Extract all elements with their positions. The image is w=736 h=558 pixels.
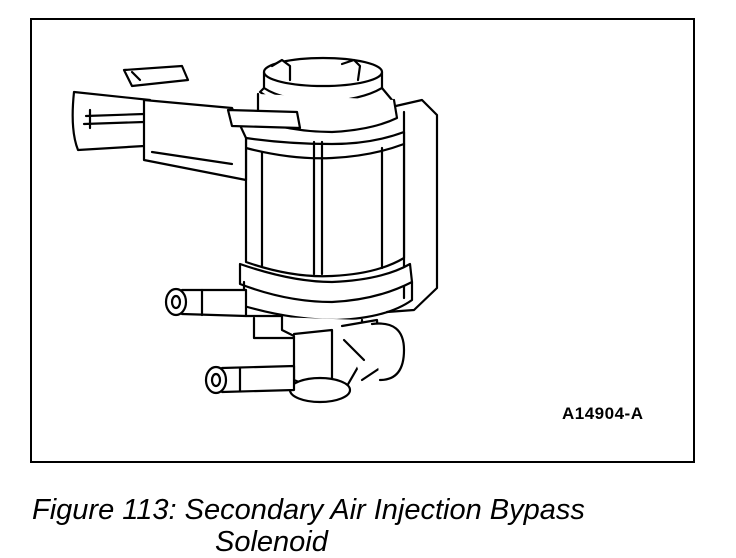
part-code-label: A14904-A <box>562 404 644 423</box>
electrical-connector <box>71 64 302 182</box>
solenoid-illustration <box>71 56 439 404</box>
solenoid-body <box>244 130 406 278</box>
caption-line-2: Solenoid <box>215 526 328 558</box>
lower-hose-nipple <box>204 364 296 395</box>
figure-frame: A14904-A <box>30 18 695 463</box>
caption-line-1: Figure 113: Secondary Air Injection Bypa… <box>32 494 585 526</box>
figure-caption: Figure 113: Secondary Air Injection Bypa… <box>32 494 722 558</box>
upper-hose-nipple <box>164 287 248 318</box>
valve-housing <box>244 314 406 404</box>
